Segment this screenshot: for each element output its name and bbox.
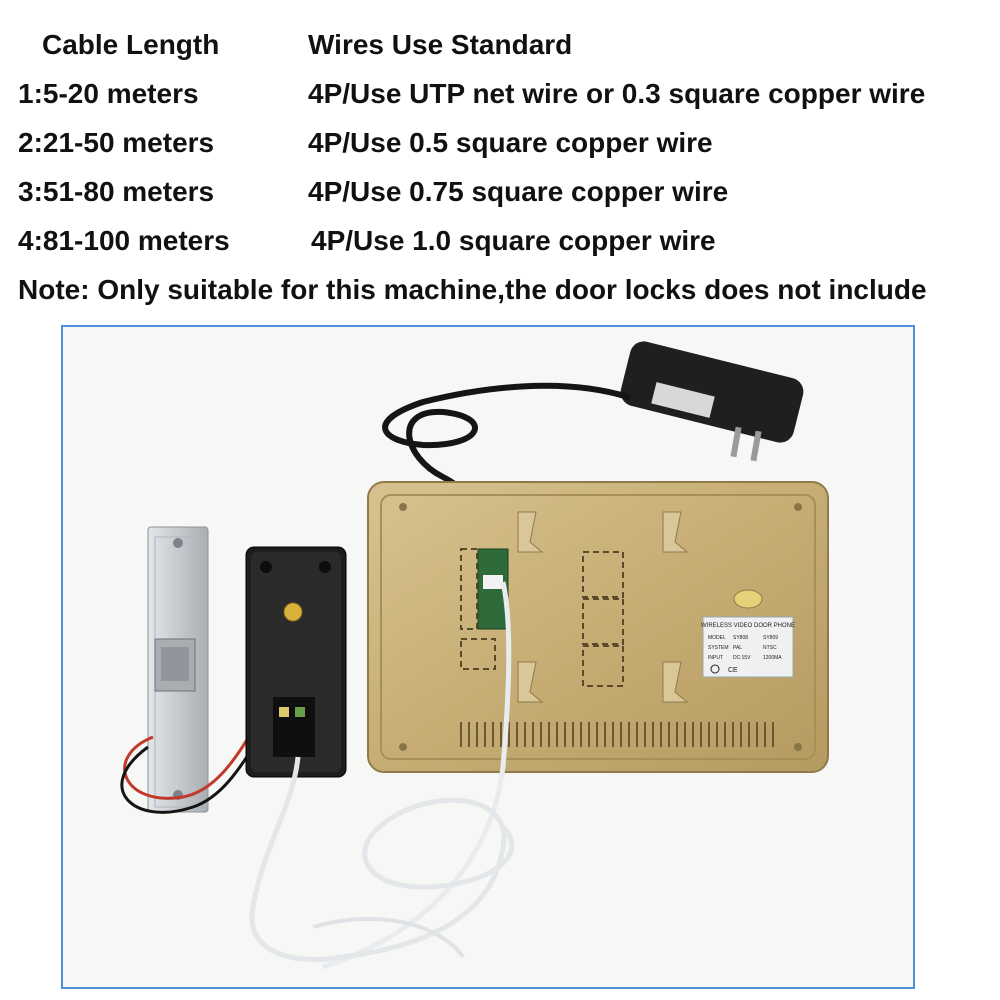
label-title: WIRELESS VIDEO DOOR PHONE: [701, 623, 795, 629]
header-wires-standard: Wires Use Standard: [308, 29, 573, 60]
camera-cable: [249, 756, 515, 963]
label-system-a: PAL: [733, 645, 742, 651]
label-input: INPUT: [708, 655, 723, 661]
cable-coil: [312, 916, 465, 959]
row-4-length: 4:81-100 meters: [18, 225, 230, 256]
monitor-back: [367, 481, 829, 773]
row-2-length: 2:21-50 meters: [18, 127, 215, 158]
label-model: MODEL: [708, 635, 726, 641]
row-3-length: 3:51-80 meters: [18, 176, 215, 207]
label-model-a: SY808: [733, 635, 748, 641]
note-text: Note: Only suitable for this machine,the…: [18, 274, 927, 305]
label-model-b: SY809: [763, 635, 778, 641]
product-photo: WIRELESS VIDEO DOOR PHONE MODEL SY808 SY…: [61, 325, 915, 989]
svg-text:CE: CE: [728, 667, 738, 674]
power-adapter: [620, 341, 804, 462]
label-input-value: DC:15V: [733, 655, 751, 661]
door-lock: [147, 526, 209, 813]
camera-unit: [245, 546, 347, 778]
rating-label: WIRELESS VIDEO DOOR PHONE MODEL SY808 SY…: [701, 616, 795, 678]
product-photo-svg: WIRELESS VIDEO DOOR PHONE MODEL SY808 SY…: [63, 327, 913, 987]
label-system: SYSTEM: [708, 645, 729, 651]
adapter-cable: [382, 382, 631, 555]
row-1-standard: 4P/Use UTP net wire or 0.3 square copper…: [308, 78, 926, 109]
row-3-standard: 4P/Use 0.75 square copper wire: [308, 176, 729, 207]
label-system-b: NTSC: [763, 645, 777, 651]
header-cable-length: Cable Length: [42, 29, 220, 60]
row-4-standard: 4P/Use 1.0 square copper wire: [311, 225, 716, 256]
row-2-standard: 4P/Use 0.5 square copper wire: [308, 127, 713, 158]
row-1-length: 1:5-20 meters: [18, 78, 199, 109]
label-input-current: 1200MA: [763, 655, 782, 661]
